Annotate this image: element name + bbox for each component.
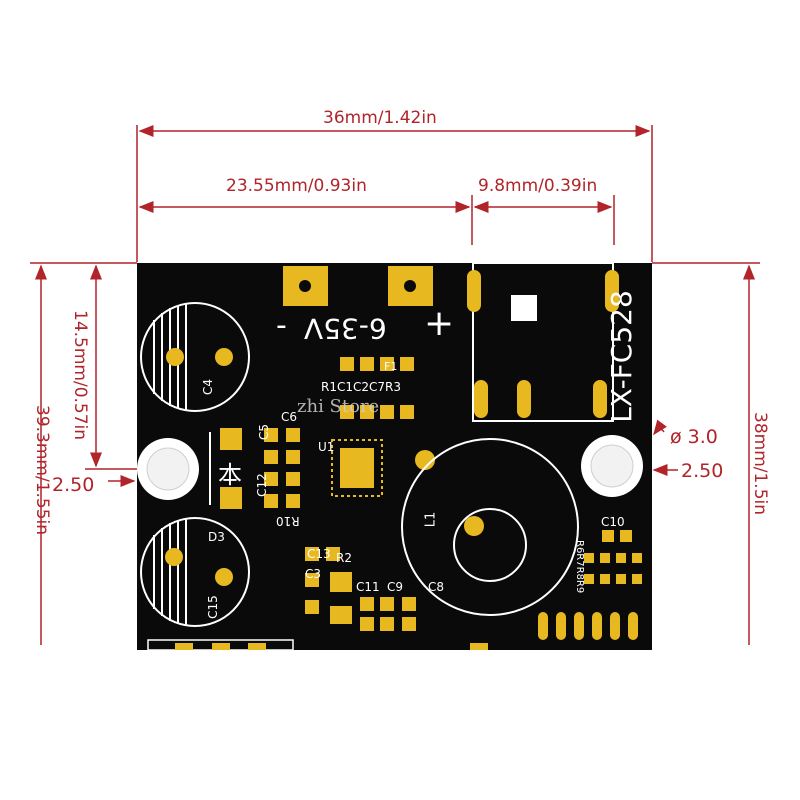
cap-c15-hatch bbox=[153, 519, 187, 625]
inductor-l1-inner bbox=[453, 508, 527, 582]
silk-c3: C3 bbox=[305, 567, 322, 581]
cap-c15-outline bbox=[140, 517, 250, 627]
silk-c8: C8 bbox=[428, 580, 445, 594]
ic-u1-body bbox=[340, 448, 374, 488]
silk-diode-mark: 本 bbox=[218, 461, 242, 489]
dim-hole-edge-right: 2.50 bbox=[681, 460, 724, 482]
silk-f1: F1 bbox=[384, 360, 398, 373]
dim-hole-diameter: ø 3.0 bbox=[670, 426, 718, 448]
mount-hole-left-inner bbox=[146, 447, 190, 491]
pad-positive-hole bbox=[404, 280, 416, 292]
ic-u1-pins bbox=[331, 439, 383, 497]
silk-d3: D3 bbox=[208, 530, 225, 544]
usb-center-square bbox=[511, 295, 537, 321]
usb-pad-br bbox=[593, 380, 607, 418]
silk-c6: C6 bbox=[281, 410, 298, 424]
silk-c15: C15 bbox=[205, 595, 220, 619]
inductor-l1-pad bbox=[464, 516, 484, 536]
cap-c15-pad1 bbox=[165, 548, 183, 566]
usb-pad-bm bbox=[517, 380, 531, 418]
silk-r1c1c2c7r3: R1C1C2C7R3 bbox=[321, 380, 401, 394]
silk-c10: C10 bbox=[601, 515, 625, 529]
silk-minus: - bbox=[276, 308, 287, 343]
diode-pad-top bbox=[220, 428, 242, 450]
cap-c4-pad1 bbox=[166, 348, 184, 366]
dim-hole-edge-left: 2.50 bbox=[52, 474, 95, 496]
watermark: zhi Store bbox=[297, 396, 380, 417]
silk-u1: U1 bbox=[318, 440, 335, 454]
bottom-silk-right bbox=[526, 650, 652, 652]
usb-pad-bl bbox=[474, 380, 488, 418]
dim-arrow-hole-diameter bbox=[653, 419, 667, 436]
smd-pads-left bbox=[264, 428, 416, 631]
diode-pad-bottom bbox=[220, 487, 242, 509]
silk-r6r7r8r9: R6R7R8R9 bbox=[574, 540, 585, 594]
silk-c4: C4 bbox=[201, 378, 216, 396]
silk-c9: C9 bbox=[387, 580, 404, 594]
cap-c4-outline bbox=[140, 302, 250, 412]
cap-c15-pad2 bbox=[215, 568, 233, 586]
silk-plus: + bbox=[424, 303, 455, 344]
silk-r10: R10 bbox=[276, 514, 300, 528]
silk-voltage: 6-35V bbox=[304, 312, 387, 345]
silk-model: LX-FC528 bbox=[604, 290, 638, 423]
silk-l1: L1 bbox=[423, 511, 439, 528]
usb-pad-tl bbox=[467, 270, 481, 312]
dim-right-width: 9.8mm/0.39in bbox=[478, 176, 598, 196]
dim-left-width: 23.55mm/0.93in bbox=[226, 176, 367, 196]
pad-negative-hole bbox=[299, 280, 311, 292]
silk-c13: C13 bbox=[307, 547, 331, 561]
bottom-edge-pads bbox=[175, 643, 488, 650]
bottom-pins bbox=[538, 612, 638, 640]
cap-c4-pad2 bbox=[215, 348, 233, 366]
silk-c5: C5 bbox=[257, 423, 272, 441]
inductor-l1-outer bbox=[401, 438, 579, 616]
smd-pads-right bbox=[584, 530, 642, 584]
silk-c12: C12 bbox=[254, 473, 269, 497]
usb-outline bbox=[472, 262, 614, 422]
usb-pad-tr bbox=[605, 270, 619, 312]
silk-r2: R2 bbox=[336, 551, 352, 565]
silk-c11: C11 bbox=[356, 580, 380, 594]
dim-total-width: 36mm/1.42in bbox=[323, 108, 437, 128]
smd-pads-top bbox=[340, 357, 414, 419]
mount-hole-right-inner bbox=[590, 444, 634, 488]
via-pad bbox=[415, 450, 435, 470]
